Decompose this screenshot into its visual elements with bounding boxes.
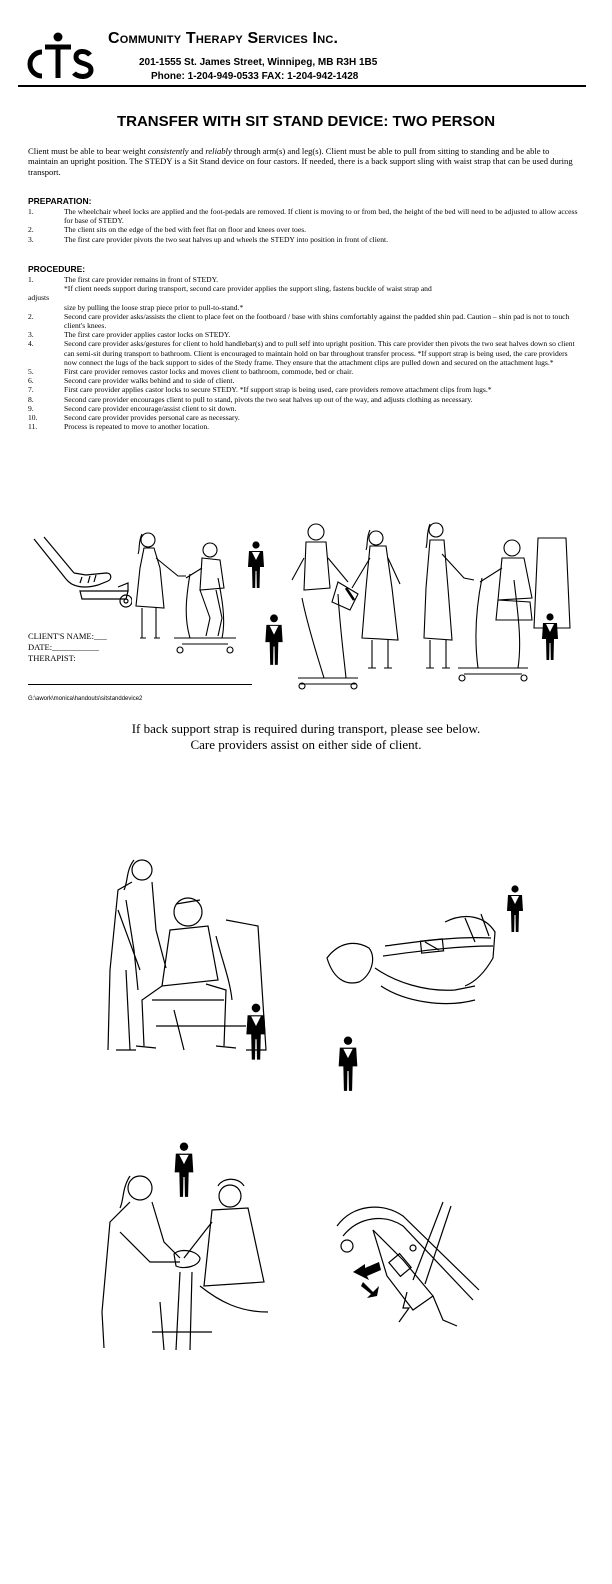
company-logo xyxy=(20,30,96,82)
therapist-field: THERAPIST: xyxy=(28,653,76,663)
list-item: 2.The client sits on the edge of the bed… xyxy=(28,225,307,235)
transport-with-two-care-providers-illustration xyxy=(291,523,401,690)
fitting-support-sling-illustration xyxy=(107,859,267,1051)
list-item: 4.Second care provider asks/gestures for… xyxy=(28,339,575,367)
client-name-field: CLIENT'S NAME:___ xyxy=(28,631,107,641)
list-item: 2.Second care provider asks/assists the … xyxy=(28,311,570,331)
procedure-note: size by pulling the loose strap piece pr… xyxy=(64,302,244,312)
header-rule xyxy=(18,85,586,87)
intro-paragraph: Client must be able to bear weight consi… xyxy=(28,146,573,177)
procedure-note: *If client needs support during transpor… xyxy=(64,284,432,294)
waist-strap-buckle-illustration xyxy=(326,913,496,1005)
list-item: 3.The first care provider applies castor… xyxy=(28,330,231,340)
preparation-list: 1.The wheelchair wheel locks are applied… xyxy=(28,207,578,244)
care-provider-assisting-illustration xyxy=(135,532,236,654)
person-standing-icon xyxy=(336,1036,360,1092)
list-item: 6.Second care provider walks behind and … xyxy=(28,376,235,386)
list-item: 5.First care provider removes castor loc… xyxy=(28,367,354,377)
list-item: 11.Process is repeated to move to anothe… xyxy=(28,422,210,432)
person-standing-icon xyxy=(244,1002,268,1062)
signature-line xyxy=(28,684,252,685)
company-phone: Phone: 1-204-949-0533 FAX: 1-204-942-142… xyxy=(151,71,359,82)
person-standing-icon xyxy=(505,885,525,933)
list-item: 3.The first care provider pivots the two… xyxy=(28,234,389,244)
list-item: 7.First care provider applies castor loc… xyxy=(28,385,492,395)
attachment-clip-lug-closeup-illustration xyxy=(336,1201,480,1327)
date-field: DATE:___________ xyxy=(28,642,99,652)
company-name: Community Therapy Services Inc. xyxy=(108,30,339,47)
support-strap-note: If back support strap is required during… xyxy=(131,721,481,752)
file-path: G:\awork\monica\handouts\sitstanddevice2 xyxy=(28,696,143,702)
list-item: 8.Second care provider encourages client… xyxy=(28,394,473,404)
procedure-list: 1.The first care provider remains in fro… xyxy=(28,275,578,431)
person-standing-icon xyxy=(246,541,266,589)
seated-client-with-stedy-illustration xyxy=(423,522,571,682)
person-standing-icon xyxy=(540,613,560,661)
list-item: 9.Second care provider encourage/assist … xyxy=(28,403,237,413)
page-title: TRANSFER WITH SIT STAND DEVICE: TWO PERS… xyxy=(116,113,496,130)
list-item: 1.The first care provider remains in fro… xyxy=(28,275,219,284)
list-item: 10.Second care provider provides persona… xyxy=(28,413,240,423)
procedure-note: adjusts xyxy=(28,293,50,303)
procedure-heading: PROCEDURE: xyxy=(28,264,86,274)
preparation-heading: PREPARATION: xyxy=(28,196,92,206)
arrow-down-icon xyxy=(353,1262,381,1280)
person-standing-icon xyxy=(263,614,285,666)
company-address: 201-1555 St. James Street, Winnipeg, MB … xyxy=(139,57,378,68)
foot-placement-illustration xyxy=(33,536,132,608)
cts-logo-icon xyxy=(27,32,94,79)
attaching-back-support-clips-illustration xyxy=(101,1175,269,1351)
list-item: 1.The wheelchair wheel locks are applied… xyxy=(28,207,578,226)
